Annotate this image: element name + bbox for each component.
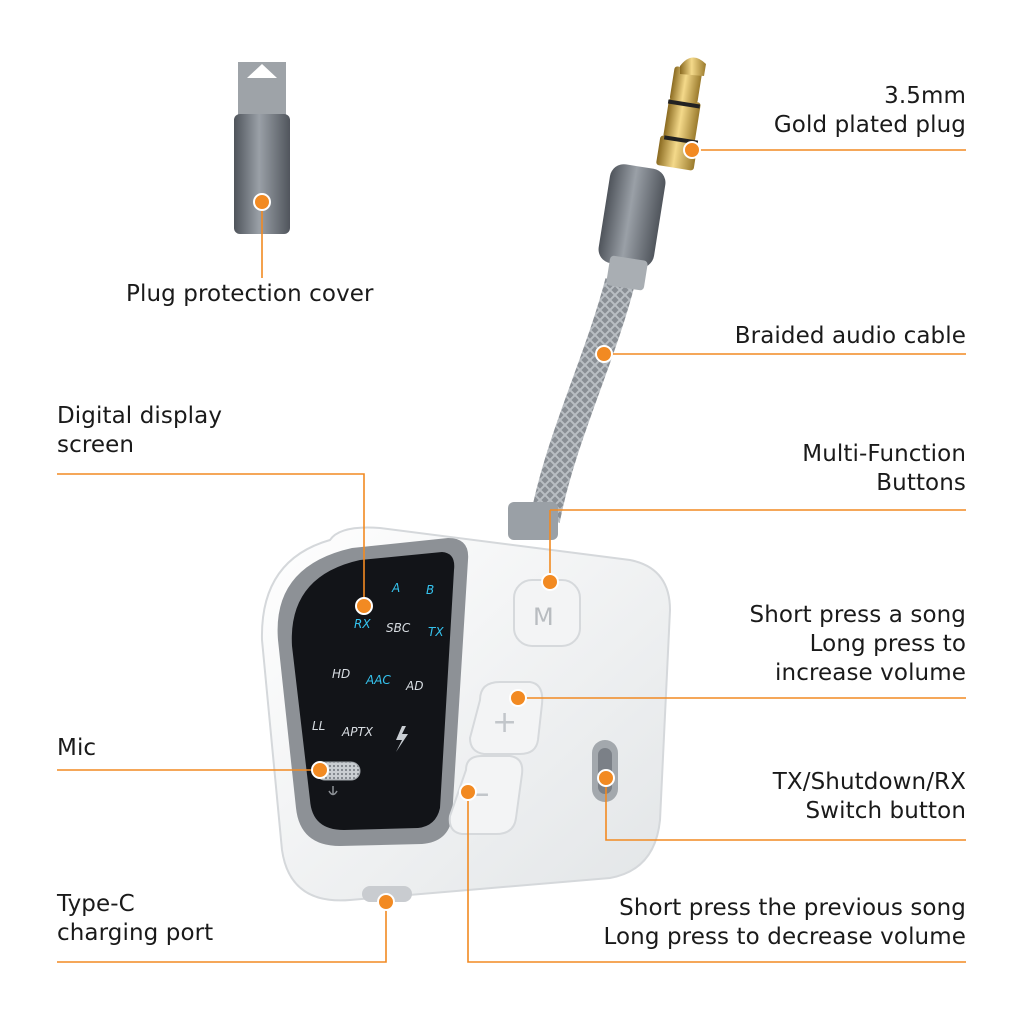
- label-plug-protection-cover: Plug protection cover: [126, 281, 374, 307]
- label-volume-down: Short press the previous song Long press…: [603, 895, 966, 950]
- label-gold-plated-plug: 3.5mm Gold plated plug: [773, 83, 966, 138]
- label-volume-up: Short press a song Long press to increas…: [749, 602, 966, 686]
- label-digital-display-screen: Digital display screen: [57, 403, 223, 458]
- label-tx-shutdown-rx-switch: TX/Shutdown/RX Switch button: [772, 769, 966, 824]
- lightning-icon: [396, 726, 408, 752]
- callout-dots: [253, 141, 701, 911]
- volume-up-button[interactable]: +: [468, 681, 544, 755]
- lcd-tx: TX: [428, 625, 444, 639]
- lcd-a: A: [391, 581, 400, 595]
- lcd-ll: LL: [312, 719, 325, 733]
- lcd-ad: AD: [405, 679, 423, 693]
- braided-audio-cable: [508, 278, 635, 540]
- lcd-b: B: [426, 583, 434, 597]
- digital-display-screen: A B RX SBC TX HD AAC AD LL APTX: [277, 538, 469, 846]
- label-type-c-charging-port: Type-C charging port: [57, 891, 214, 946]
- mode-button[interactable]: M: [513, 579, 581, 647]
- callout-lines: [57, 149, 966, 963]
- plug-protection-cover: [234, 62, 290, 234]
- label-multi-function-buttons: Multi-Function Buttons: [802, 441, 966, 496]
- lcd-hd: HD: [332, 667, 350, 681]
- gold-plated-plug: [598, 57, 706, 291]
- mic-icon: [328, 786, 338, 796]
- lcd-sbc: SBC: [386, 621, 411, 635]
- label-braided-audio-cable: Braided audio cable: [734, 323, 966, 349]
- label-mic: Mic: [57, 735, 97, 761]
- mode-button-label: M: [533, 603, 554, 631]
- lcd-aptx: APTX: [341, 725, 374, 739]
- lcd-aac: AAC: [365, 673, 391, 687]
- lcd-rx: RX: [354, 617, 371, 631]
- plus-icon: +: [492, 705, 517, 740]
